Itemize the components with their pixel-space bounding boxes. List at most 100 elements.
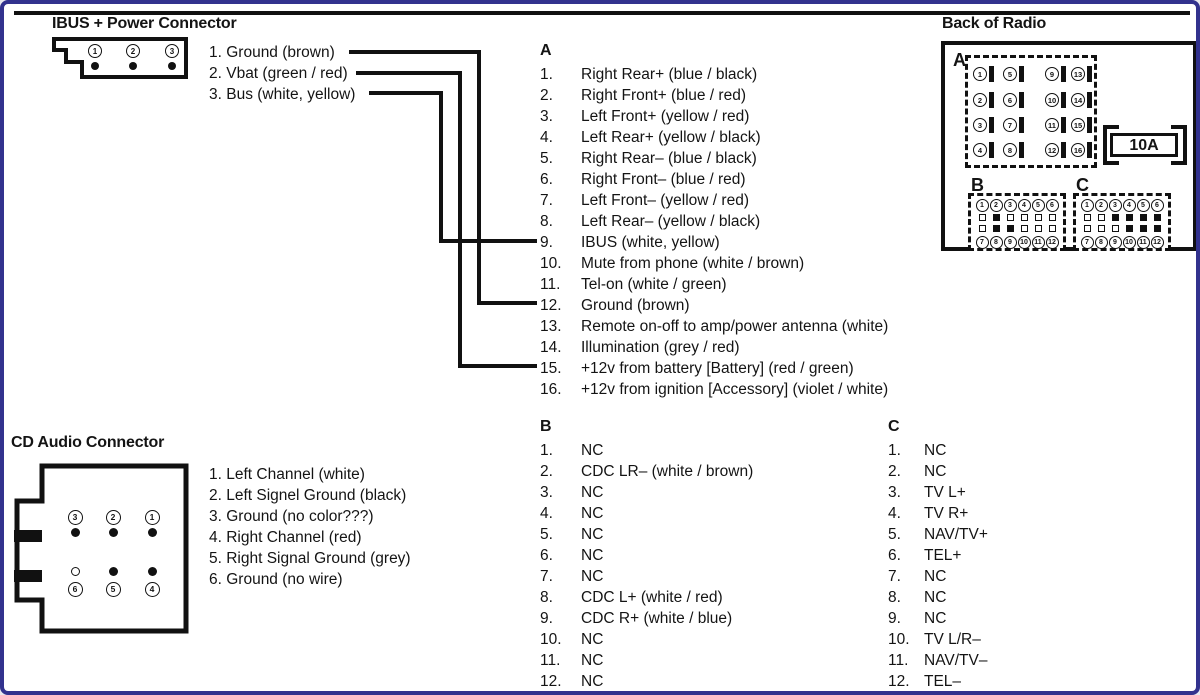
nc-pin-square [1111, 225, 1119, 232]
fuse-bracket-right [1171, 125, 1187, 165]
pin-cell: 5 [1136, 199, 1150, 212]
pin-number: 12. [888, 673, 910, 690]
pin-number: 16. [540, 381, 562, 398]
pin-number: 10. [888, 631, 910, 648]
pin-cell: 2 [989, 199, 1003, 212]
pin-list-item: 8.CDC L+ (white / red) [540, 587, 870, 608]
connector-c-label: C [1076, 175, 1089, 195]
radio-a-pin-bar [989, 142, 994, 158]
pin-number: 13. [540, 318, 562, 335]
pin-list-item: 9.CDC R+ (white / blue) [540, 608, 870, 629]
pin-cell [1003, 214, 1017, 221]
pin-cell [1108, 225, 1122, 232]
pin-list-item: 11.NAV/TV– [888, 650, 1188, 671]
radio-a-pin-bar [1019, 92, 1024, 108]
pin-cell [1017, 225, 1031, 232]
pin-description: Left Front– (yellow / red) [581, 192, 749, 209]
pin-list-item: 8.NC [888, 587, 1188, 608]
pin-list-item: 12.Ground (brown) [540, 295, 950, 316]
pin-cell: 2 [1094, 199, 1108, 212]
pin-list-item: 8.Left Rear– (yellow / black) [540, 211, 950, 232]
radio-pin-number: 11 [1136, 236, 1150, 249]
pin-number: 15. [540, 360, 562, 377]
top-pin-squares-row [975, 214, 1059, 221]
wired-pin-square [1125, 214, 1133, 221]
pin-cell [975, 214, 989, 221]
nc-pin-square [1034, 214, 1042, 221]
pin-description: Tel-on (white / green) [581, 276, 727, 293]
pin-cell: 5 [1031, 199, 1045, 212]
pin-number: 1. [540, 442, 553, 459]
pin-cell [1080, 225, 1094, 232]
nc-pin-square [1020, 214, 1028, 221]
ibus-pin-number: 3 [165, 44, 179, 58]
cd-pin-dot [147, 528, 157, 537]
wire-segment [458, 71, 462, 368]
pin-list-item: 12.NC [540, 671, 870, 691]
radio-pin-number: 11 [1031, 236, 1045, 249]
pin-list-item: 6.Right Front– (blue / red) [540, 169, 950, 190]
wire-segment [439, 239, 537, 243]
pin-number: 3. [888, 484, 901, 501]
nc-pin-square [1048, 214, 1056, 221]
radio-a-pin-bar [1061, 117, 1066, 133]
radio-a-pin-number: 3 [973, 118, 987, 132]
wire-segment [369, 91, 443, 95]
radio-a-pin-bar [1087, 66, 1092, 82]
pin-description: NC [581, 547, 604, 564]
radio-pin-number: 10 [1122, 236, 1136, 249]
connector-b-label: B [971, 175, 984, 195]
pin-cell: 11 [1136, 236, 1150, 249]
ibus-pin-number: 1 [88, 44, 102, 58]
pin-number: 2. [540, 463, 553, 480]
nc-pin-square [1083, 225, 1091, 232]
pin-cell: 4 [1017, 199, 1031, 212]
radio-a-pin-number: 15 [1071, 118, 1085, 132]
pin-description: NC [924, 568, 947, 585]
ibus-wire-label: 1. Ground (brown) [209, 44, 335, 61]
pin-list-header: B [540, 418, 552, 435]
cd-pin-number: 3 [67, 509, 83, 525]
ibus-wire-label: 3. Bus (white, yellow) [209, 86, 356, 103]
pin-number: 3. [540, 484, 553, 501]
pin-cell: 1 [1080, 199, 1094, 212]
cd-wire-label: 4. Right Channel (red) [209, 529, 362, 546]
pin-number: 1. [540, 66, 553, 83]
fuse-diagram: 10A [1103, 125, 1187, 165]
pin-cell: 7 [1080, 236, 1094, 249]
radio-a-pin-number: 14 [1071, 93, 1085, 107]
pin-description: NC [924, 463, 947, 480]
pin-list-item: 3.Left Front+ (yellow / red) [540, 106, 950, 127]
pin-list-item: 4.NC [540, 503, 870, 524]
pin-number: 8. [888, 589, 901, 606]
cd-pin-number: 1 [144, 509, 160, 525]
nc-pin-square [1083, 214, 1091, 221]
cd-wire-label: 5. Right Signal Ground (grey) [209, 550, 411, 567]
nc-pin-square [1097, 225, 1105, 232]
radio-pin-number: 9 [1003, 236, 1017, 249]
radio-pin-number: 7 [1080, 236, 1094, 249]
pin-description: NC [581, 484, 604, 501]
radio-a-pin-number: 6 [1003, 93, 1017, 107]
pin-description: TV L/R– [924, 631, 981, 648]
pin-list-item: 2.NC [888, 461, 1188, 482]
cd-audio-section-title: CD Audio Connector [11, 434, 165, 451]
pin-list-header: C [888, 418, 900, 435]
radio-a-pin-bar [1019, 66, 1024, 82]
nc-pin-square [1034, 225, 1042, 232]
radio-pin-number: 8 [989, 236, 1003, 249]
wired-pin-square [1139, 214, 1147, 221]
pin-cell: 12 [1045, 236, 1059, 249]
pin-description: +12v from battery [Battery] (red / green… [581, 360, 854, 377]
radio-pin-number: 8 [1094, 236, 1108, 249]
pin-number: 9. [540, 610, 553, 627]
pin-cell [1150, 225, 1164, 232]
radio-a-pin-number: 4 [973, 143, 987, 157]
